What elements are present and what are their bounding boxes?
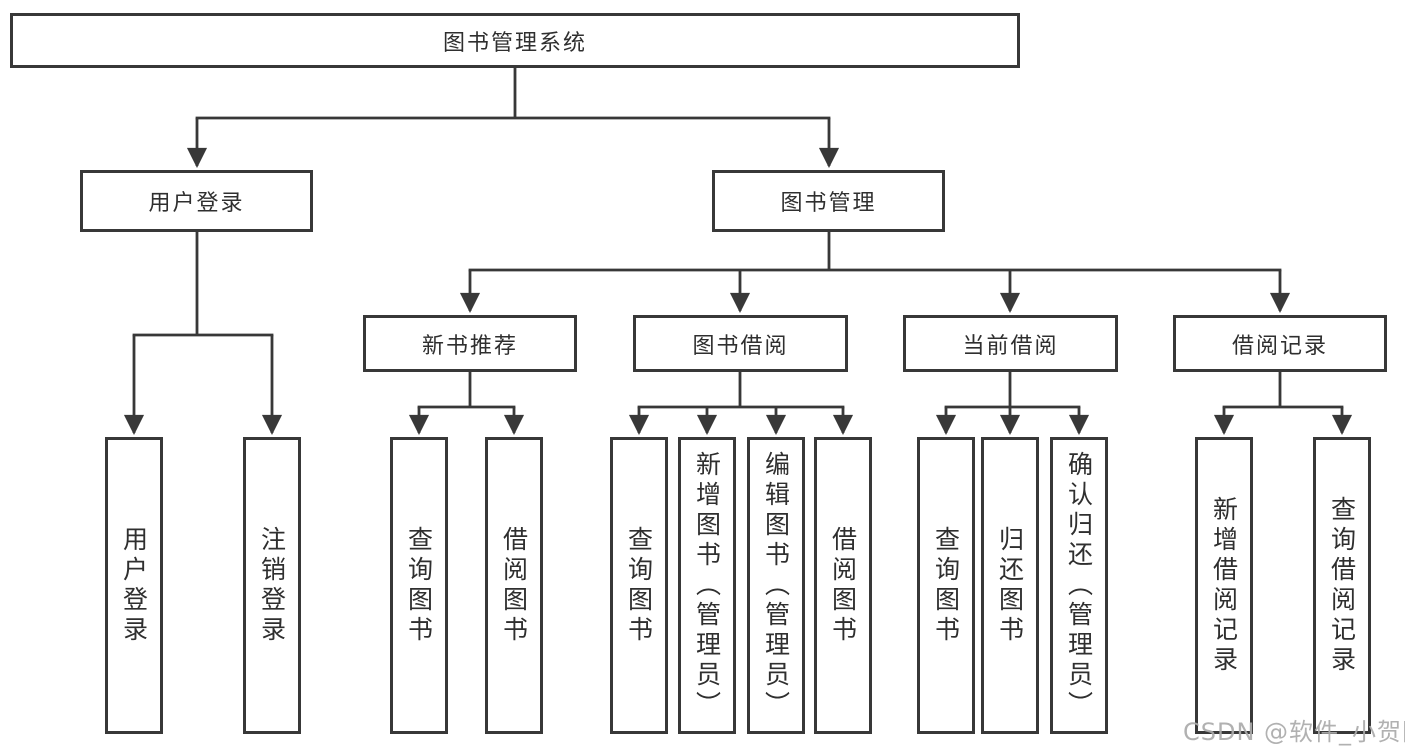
- node-borrowing-records: 借阅记录: [1173, 315, 1387, 372]
- node-label: 查询图书: [624, 525, 654, 646]
- node-label: 借阅图书: [828, 525, 858, 646]
- node-label: 归还图书: [995, 525, 1025, 646]
- leaf-query-books-borrowing: 查询图书: [610, 437, 668, 734]
- node-label: 注销登录: [257, 525, 287, 646]
- node-library-system: 图书管理系统: [10, 13, 1020, 68]
- node-label: 编辑图书（管理员）: [761, 450, 791, 721]
- node-label: 新增借阅记录: [1209, 495, 1239, 676]
- node-new-book-recommend: 新书推荐: [363, 315, 577, 372]
- csdn-watermark: CSDN @软件_小贺同学: [1183, 718, 1405, 746]
- leaf-edit-book-admin: 编辑图书（管理员）: [747, 437, 805, 734]
- leaf-query-borrow-record: 查询借阅记录: [1313, 437, 1371, 734]
- leaf-confirm-return-admin: 确认归还（管理员）: [1050, 437, 1108, 734]
- node-label: 图书借阅: [692, 333, 789, 359]
- node-label: 查询借阅记录: [1327, 495, 1357, 676]
- leaf-query-books-current: 查询图书: [917, 437, 975, 734]
- leaf-return-books: 归还图书: [981, 437, 1039, 734]
- node-label: 借阅记录: [1231, 333, 1328, 359]
- node-label: 图书管理: [780, 191, 877, 216]
- leaf-borrow-books-recommend: 借阅图书: [485, 437, 543, 734]
- node-label: 新增图书（管理员）: [692, 450, 722, 721]
- node-label: 借阅图书: [499, 525, 529, 646]
- node-user-login: 用户登录: [80, 170, 313, 232]
- node-current-borrowing: 当前借阅: [903, 315, 1118, 372]
- node-label: 新书推荐: [421, 333, 518, 359]
- node-label: 查询图书: [931, 525, 961, 646]
- leaf-query-books-recommend: 查询图书: [390, 437, 448, 734]
- node-label: 图书管理系统: [442, 30, 587, 56]
- node-label: 确认归还（管理员）: [1064, 450, 1094, 721]
- node-label: 用户登录: [148, 191, 245, 216]
- leaf-borrow-books: 借阅图书: [814, 437, 872, 734]
- node-label: 当前借阅: [962, 333, 1059, 359]
- leaf-add-book-admin: 新增图书（管理员）: [678, 437, 736, 734]
- node-label: 用户登录: [119, 525, 149, 646]
- node-book-management: 图书管理: [712, 170, 945, 232]
- leaf-logout: 注销登录: [243, 437, 301, 734]
- node-label: 查询图书: [404, 525, 434, 646]
- leaf-add-borrow-record: 新增借阅记录: [1195, 437, 1253, 734]
- node-book-borrowing: 图书借阅: [633, 315, 848, 372]
- leaf-user-login: 用户登录: [105, 437, 163, 734]
